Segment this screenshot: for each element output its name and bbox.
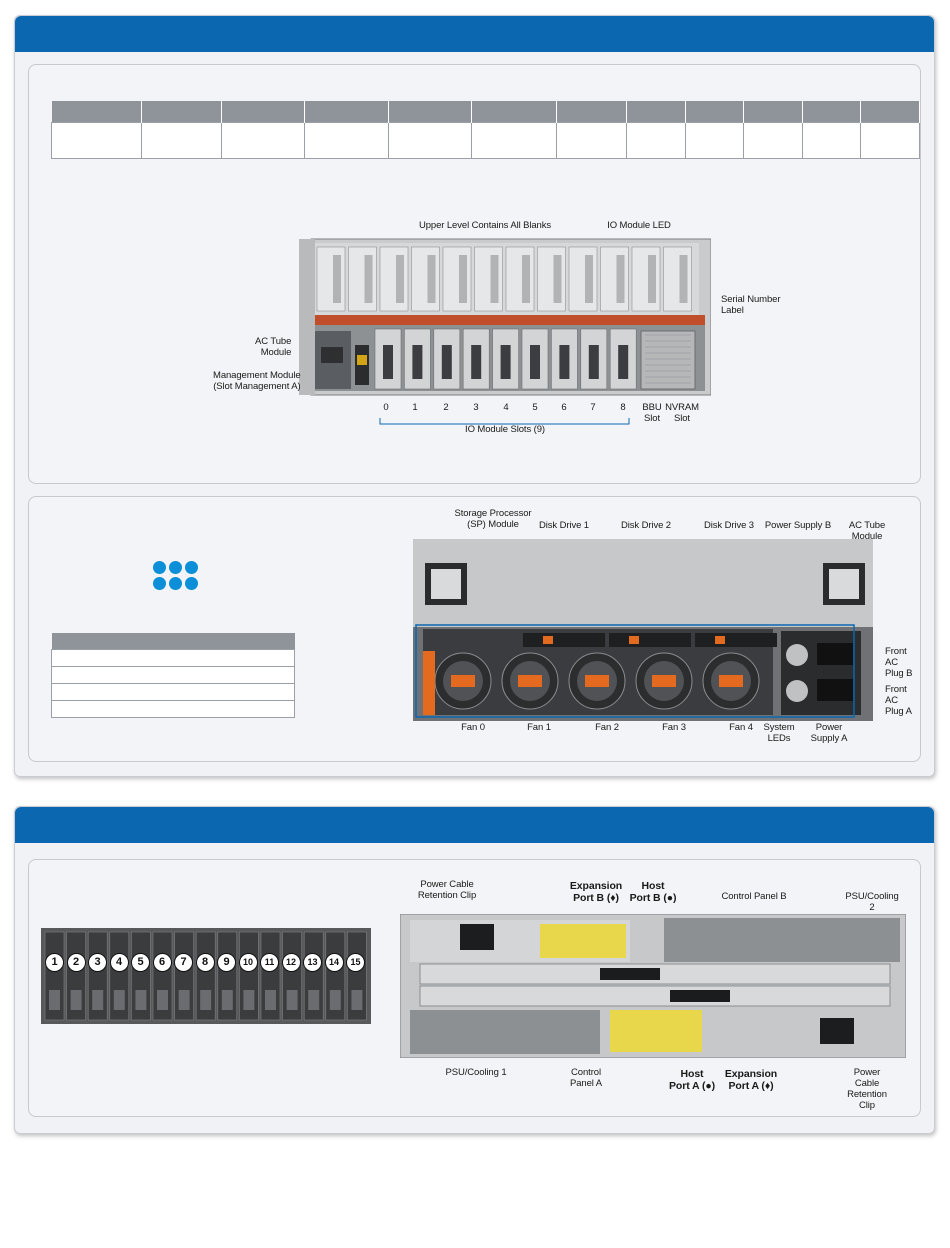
front-ac-plug-a-label: Front AC Plug A <box>885 684 912 717</box>
drive-number-badge: 11 <box>260 953 279 972</box>
bbu-slot-label: BBU Slot <box>642 402 662 424</box>
drive-number-badge: 10 <box>238 953 258 972</box>
upper-level-label: Upper Level Contains All Blanks <box>418 220 552 231</box>
drive-number-badge: 4 <box>109 953 129 972</box>
ac-tube-module-label: AC Tube Module <box>255 336 292 358</box>
disk-drive-2-label: Disk Drive 2 <box>620 520 672 531</box>
drive-number-badge: 15 <box>346 953 365 972</box>
drive-number-badge: 3 <box>88 953 107 972</box>
led-indicator-dots <box>153 561 201 593</box>
sp-front-image <box>413 539 873 721</box>
blue-dot-icon <box>185 561 198 574</box>
blue-dot-icon <box>169 577 182 590</box>
drive-number-badge: 2 <box>66 953 86 972</box>
io-module-led-label: IO Module LED <box>607 220 671 231</box>
nvram-slot-label: NVRAM Slot <box>665 402 699 424</box>
disk-drive-3-label: Disk Drive 3 <box>703 520 755 531</box>
slot-number-1: 1 <box>412 402 418 413</box>
led-table-row <box>51 648 295 667</box>
drive-number-badge: 7 <box>174 953 193 972</box>
expansion-port-a-label: Expansion Port A (♦) <box>724 1068 778 1093</box>
led-table-header-row <box>51 633 295 649</box>
drive-number-badge: 5 <box>131 953 150 972</box>
spec-table-row <box>50 121 920 159</box>
sp-front-panel: Storage Processor (SP) Module Disk Drive… <box>28 496 921 762</box>
blue-dot-icon <box>169 561 182 574</box>
spec-table-header-row <box>51 101 920 122</box>
serial-number-label: Serial Number Label <box>721 294 781 316</box>
io-slots-bracket <box>379 418 630 425</box>
led-status-table <box>51 633 295 718</box>
control-panel-a-label: Control Panel A <box>569 1067 603 1089</box>
slot-number-6: 6 <box>561 402 567 413</box>
system-leds-label: System LEDs <box>763 722 795 744</box>
slot-number-7: 7 <box>590 402 596 413</box>
led-table-row <box>51 699 295 718</box>
drive-number-badge: 12 <box>281 953 301 972</box>
fan-0-label: Fan 0 <box>461 722 485 733</box>
host-port-b-label: Host Port B (●) <box>629 880 677 905</box>
spec-table <box>50 101 920 159</box>
power-supply-b-label: Power Supply B <box>764 520 832 531</box>
slot-number-5: 5 <box>532 402 538 413</box>
fan-4-label: Fan 4 <box>729 722 753 733</box>
fan-2-label: Fan 2 <box>595 722 619 733</box>
control-panel-b-label: Control Panel B <box>721 891 787 902</box>
power-supply-a-label: Power Supply A <box>810 722 848 744</box>
ac-tube-module-front-label: AC Tube Module <box>848 520 886 542</box>
host-port-a-label: Host Port A (●) <box>669 1068 715 1093</box>
drive-number-badge: 9 <box>217 953 236 972</box>
psu-cooling-2-label: PSU/Cooling 2 <box>845 891 899 913</box>
sp-module-label: Storage Processor (SP) Module <box>454 508 532 530</box>
section-storage-processor: Upper Level Contains All Blanks IO Modul… <box>14 15 935 777</box>
io-module-slots-label: IO Module Slots (9) <box>465 424 545 435</box>
io-chassis-image <box>299 238 711 396</box>
drive-number-badge: 1 <box>45 953 64 972</box>
slot-number-4: 4 <box>503 402 509 413</box>
section-header-bar <box>15 807 934 843</box>
drive-bay-image <box>41 928 371 1024</box>
slot-number-0: 0 <box>383 402 389 413</box>
drive-number-badge: 8 <box>195 953 215 972</box>
front-ac-plug-b-label: Front AC Plug B <box>885 646 913 679</box>
blue-dot-icon <box>153 577 166 590</box>
expansion-port-b-label: Expansion Port B (♦) <box>569 880 623 905</box>
blue-dot-icon <box>185 577 198 590</box>
slot-number-3: 3 <box>473 402 479 413</box>
led-table-row <box>51 682 295 701</box>
power-cable-clip-top-label: Power Cable Retention Clip <box>417 879 477 901</box>
drive-number-badge: 6 <box>152 953 172 972</box>
section-header-bar <box>15 16 934 52</box>
drive-number-badge: 14 <box>324 953 344 972</box>
drive-number-badge: 13 <box>303 953 322 972</box>
led-table-row <box>51 665 295 684</box>
management-module-label: Management Module (Slot Management A) <box>213 370 301 392</box>
fan-3-label: Fan 3 <box>662 722 686 733</box>
io-module-panel: Upper Level Contains All Blanks IO Modul… <box>28 64 921 484</box>
blue-dot-icon <box>153 561 166 574</box>
fan-1-label: Fan 1 <box>527 722 551 733</box>
enclosure-rear-image <box>400 914 906 1058</box>
slot-number-8: 8 <box>620 402 626 413</box>
disk-drive-1-label: Disk Drive 1 <box>538 520 590 531</box>
slot-number-2: 2 <box>443 402 449 413</box>
power-cable-clip-bottom-label: Power Cable Retention Clip <box>847 1067 887 1111</box>
psu-cooling-1-label: PSU/Cooling 1 <box>445 1067 507 1078</box>
